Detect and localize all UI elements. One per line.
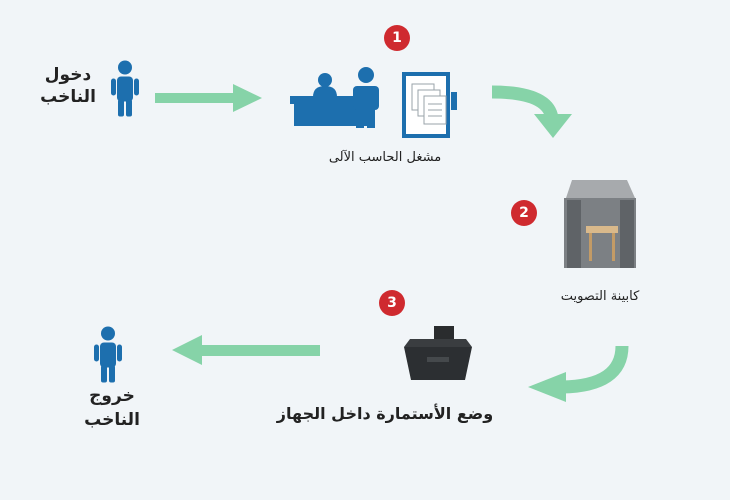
operator-label: مشغل الحاسب الآلى [328, 150, 442, 165]
arrow-operator-to-booth [491, 85, 572, 138]
arrow-booth-to-ballot [528, 345, 629, 402]
ballot-box-icon [404, 326, 472, 380]
ballot-label: وضع الأستمارة داخل الجهاز [276, 404, 494, 423]
enter-label-line1: دخول [44, 65, 92, 85]
step-badge-1: 1 [384, 25, 410, 51]
voting-booth-icon [564, 180, 636, 268]
exit-label: خروج الناخب [72, 384, 152, 432]
enter-label-line2: الناخب [40, 87, 96, 107]
voting-machine-icon [402, 72, 457, 138]
exit-label-line1: خروج [89, 386, 135, 406]
voter-enter-icon [111, 60, 139, 117]
voter-exit-icon [94, 326, 122, 383]
step-badge-3: 3 [379, 290, 405, 316]
operator-desk-icon [290, 67, 379, 128]
exit-label-line2: الناخب [84, 410, 140, 430]
enter-label: دخول الناخب [28, 64, 108, 108]
step-badge-2: 2 [511, 200, 537, 226]
arrow-enter-to-operator [155, 84, 262, 112]
booth-label: كابينة التصويت [560, 289, 640, 304]
arrow-ballot-to-exit [172, 335, 320, 365]
